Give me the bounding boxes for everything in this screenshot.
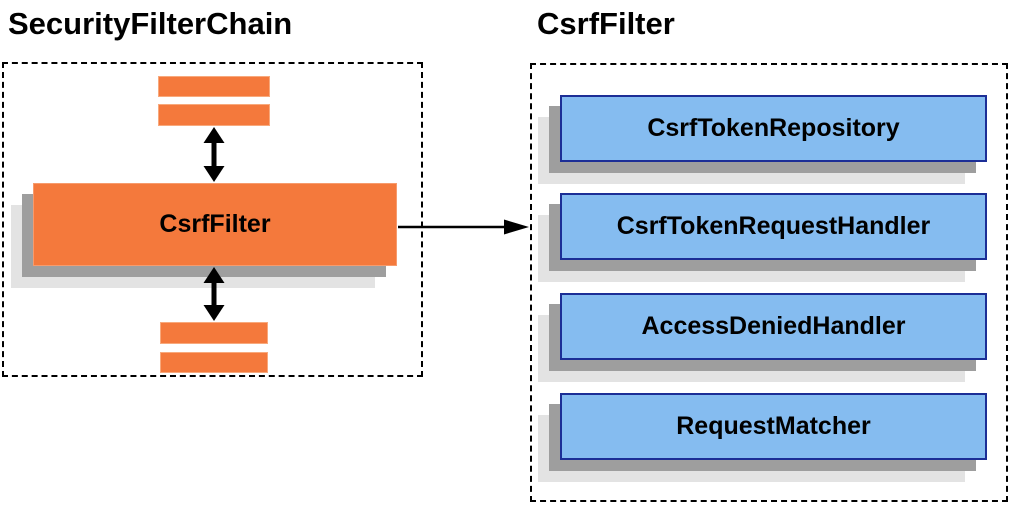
component-box-csrf-token-request-handler: CsrfTokenRequestHandler — [560, 193, 987, 260]
csrf-filter-title: CsrfFilter — [537, 6, 675, 41]
filter-bar-bottom-2 — [160, 352, 268, 373]
component-box-access-denied-handler: AccessDeniedHandler — [560, 293, 987, 360]
filter-bar-bottom-1 — [160, 322, 268, 344]
security-filter-chain-title: SecurityFilterChain — [8, 6, 293, 41]
component-label: CsrfTokenRepository — [647, 114, 900, 142]
component-label: CsrfTokenRequestHandler — [616, 212, 931, 240]
csrf-filter-container — [530, 63, 1008, 502]
filter-bar-top-1 — [158, 76, 270, 97]
csrf-filter-box-label: CsrfFilter — [159, 210, 271, 238]
component-label: AccessDeniedHandler — [641, 312, 906, 340]
filter-bar-top-2 — [158, 104, 270, 126]
component-box-request-matcher: RequestMatcher — [560, 393, 987, 460]
csrf-filter-box: CsrfFilter — [33, 183, 397, 266]
component-label: RequestMatcher — [676, 412, 871, 440]
security-filter-chain-container — [2, 62, 423, 377]
component-box-csrf-token-repository: CsrfTokenRepository — [560, 95, 987, 162]
